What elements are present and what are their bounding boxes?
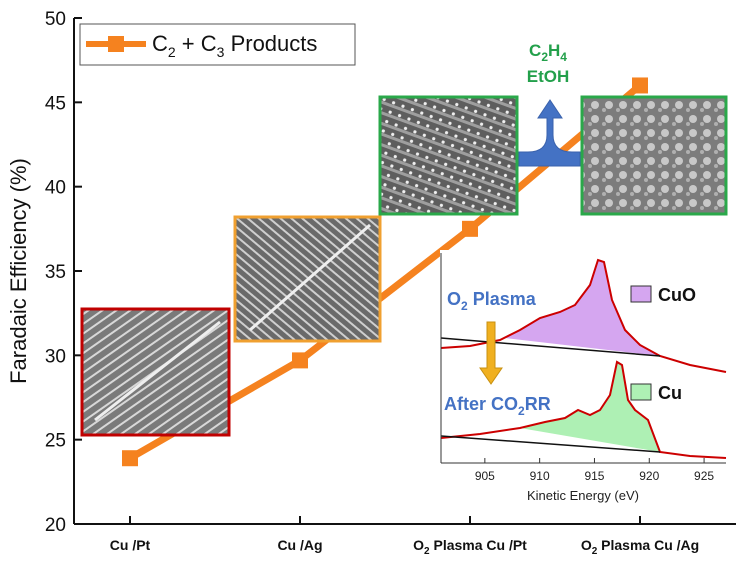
xps-tick-label: 915 — [584, 469, 604, 483]
y-axis-label: Faradaic Efficiency (%) — [6, 158, 31, 384]
cu-legend-swatch — [630, 383, 652, 401]
sem-image-cu-pt — [80, 307, 231, 437]
cuo-fill — [505, 260, 660, 356]
cu-spectrum — [440, 360, 727, 459]
x-tick-label: Cu /Pt — [110, 537, 151, 553]
x-tick-label: O2 Plasma Cu /Ag — [581, 537, 699, 557]
down-arrow — [479, 321, 503, 385]
y-ticks: 20 25 30 35 40 45 50 — [45, 9, 82, 536]
xps-tick-label: 920 — [639, 469, 659, 483]
legend-label: C2 + C3 Products — [152, 31, 317, 60]
xps-inset: 905 910 915 920 925 Kinetic Energy (eV) O2 P… — [440, 250, 727, 503]
y-tick-label: 35 — [45, 262, 66, 283]
sem-image-cu-ag — [233, 215, 382, 343]
xps-tick-label: 910 — [530, 469, 550, 483]
data-point — [632, 77, 648, 94]
y-tick-label: 25 — [45, 431, 66, 452]
data-point — [122, 450, 138, 467]
legend: C2 + C3 Products — [79, 23, 356, 66]
etoh-label: EtOH — [527, 67, 570, 86]
cuo-legend-label: CuO — [658, 285, 696, 305]
after-co2rr-label: After CO2RR — [444, 394, 551, 418]
product-arrow — [518, 99, 581, 167]
x-tick-label: O2 Plasma Cu /Pt — [413, 537, 527, 557]
x-tick-label: Cu /Ag — [277, 537, 322, 553]
o2-plasma-label: O2 Plasma — [447, 289, 537, 313]
c2h4-label: C2H4 — [529, 41, 567, 64]
legend-marker — [108, 36, 124, 52]
cu-legend-label: Cu — [658, 383, 682, 403]
xps-x-label: Kinetic Energy (eV) — [527, 488, 639, 503]
cuo-baseline — [440, 337, 661, 357]
y-tick-label: 50 — [45, 9, 66, 30]
y-tick-label: 45 — [45, 93, 66, 114]
y-tick-label: 40 — [45, 178, 66, 199]
sem-image-o2-plasma-cu-ag — [580, 95, 728, 216]
data-point — [462, 220, 478, 237]
cuo-spectrum — [440, 258, 727, 373]
xps-tick-label: 905 — [475, 469, 495, 483]
y-tick-label: 30 — [45, 346, 66, 367]
xps-tick-label: 925 — [694, 469, 714, 483]
cu-baseline — [440, 435, 661, 453]
y-tick-label: 20 — [45, 515, 66, 536]
xps-ticks: 905 910 915 920 925 — [475, 458, 714, 483]
data-point — [292, 352, 308, 369]
sem-image-o2-plasma-cu-pt — [378, 95, 519, 216]
cuo-legend-swatch — [630, 285, 652, 303]
x-ticks: Cu /Pt Cu /Ag O2 Plasma Cu /Pt O2 Plasma Cu… — [110, 516, 699, 557]
